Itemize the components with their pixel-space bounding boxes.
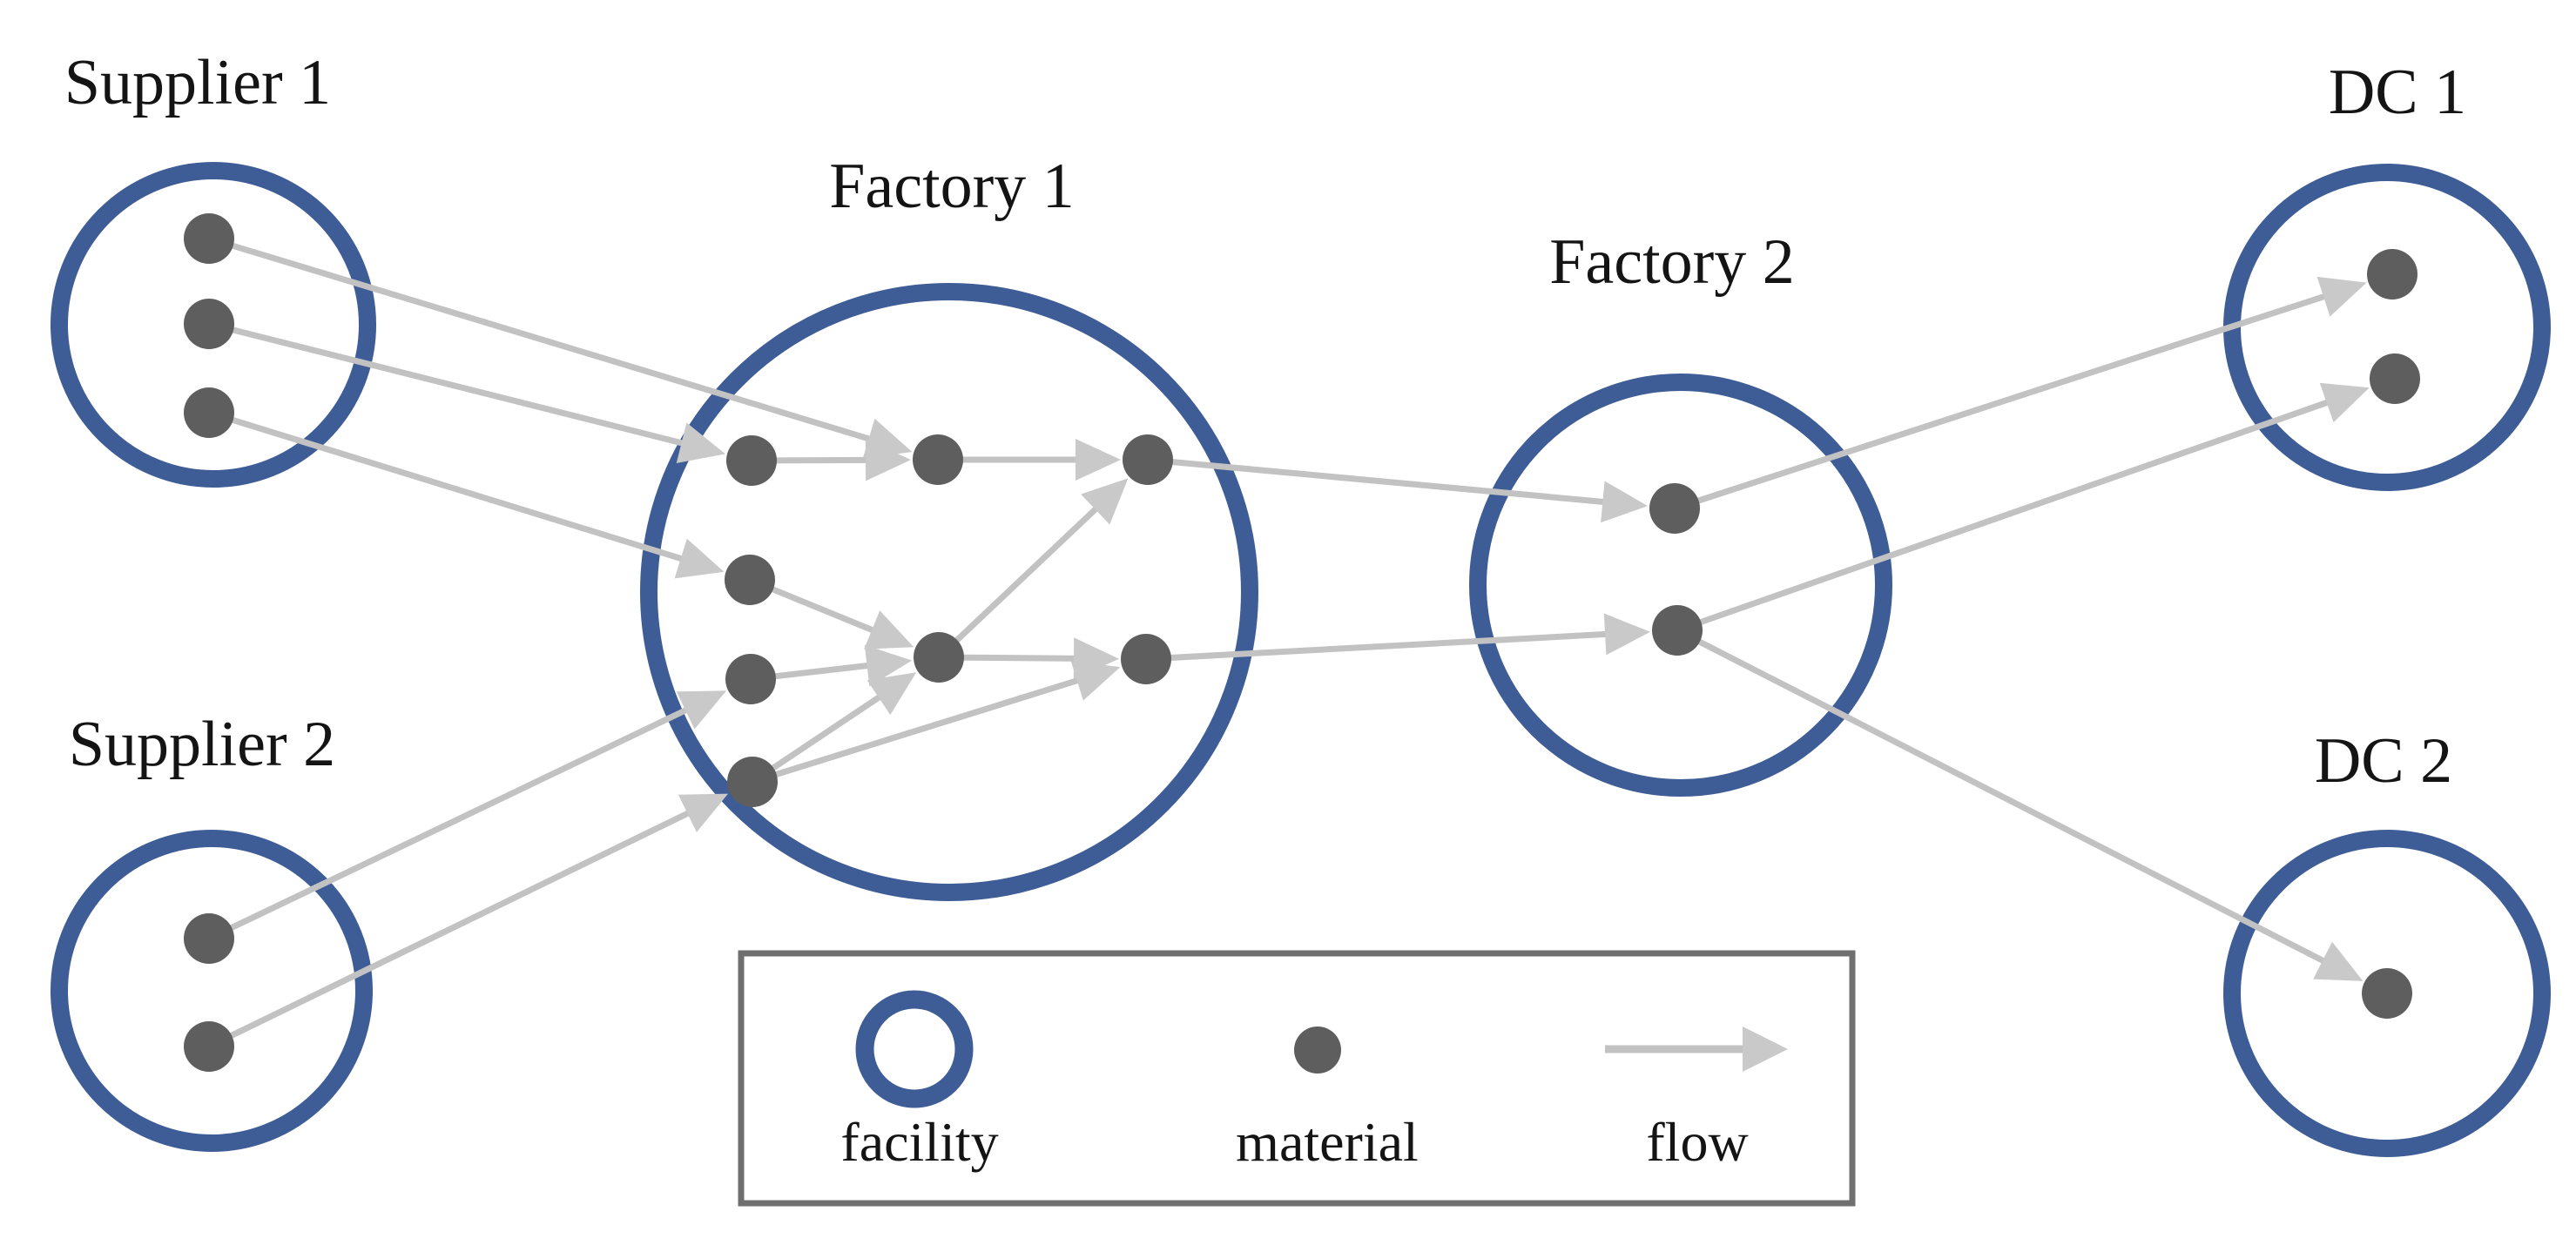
flow-line-f2t-to-dc1t	[1673, 291, 2331, 512]
facility-label-factory2: Factory 2	[1549, 226, 1795, 298]
flow-arrowhead-f2b-to-dc2m	[2313, 941, 2364, 981]
facility-ring-supplier1	[51, 162, 376, 488]
material-dot-f1lb	[727, 757, 778, 807]
material-dot-f1rt	[1123, 434, 1173, 485]
facility-ring-dc2	[2223, 830, 2551, 1157]
facility-label-supplier1: Supplier 1	[64, 47, 332, 118]
flow-arrowhead-s1m3-to-f1l2	[674, 538, 725, 579]
flow-line-f1lb-to-f1mb	[751, 690, 887, 784]
flow-arrowhead-s2m2-to-f1lb	[678, 793, 729, 832]
facility-label-supplier2: Supplier 2	[68, 709, 336, 780]
material-dot-f2b	[1652, 605, 1703, 656]
legend-box	[738, 950, 1856, 1207]
facility-ring-factory2	[1469, 374, 1892, 797]
flow-arrowhead-f1l2-to-f1mb	[864, 610, 914, 650]
facility-ring-dc1	[2223, 164, 2551, 491]
material-dot-f1lt	[726, 435, 777, 486]
material-dot-s2m2	[184, 1021, 234, 1072]
material-dot-f1l3	[725, 654, 776, 704]
flow-line-f1lb-to-f1rb	[751, 675, 1085, 785]
facility-label-dc1: DC 1	[2328, 57, 2467, 128]
flow-line-f2b-to-dc1b	[1676, 397, 2335, 634]
material-dot-f1mb	[914, 632, 964, 683]
flow-arrowhead-s2m1-to-f1l3	[676, 690, 726, 730]
material-dot-f2t	[1649, 483, 1700, 534]
flow-line-f2b-to-dc2m	[1676, 627, 2330, 966]
legend-label-facility: facility	[840, 1111, 999, 1173]
flow-line-s1m3-to-f1l2	[207, 409, 689, 564]
facility-label-dc2: DC 2	[2314, 725, 2453, 797]
flow-line-s2m2-to-f1lb	[207, 807, 696, 1050]
material-dot-s1m1	[184, 213, 234, 264]
flow-arrowhead-f1mt-to-f1rt	[1076, 439, 1121, 481]
material-dot-s1m2	[184, 299, 234, 349]
flow-line-s2m1-to-f1l3	[207, 704, 693, 942]
material-dot-dc2m	[2362, 968, 2412, 1019]
flow-arrowhead-f1mb-to-f1rb	[1073, 637, 1119, 680]
facility-ring-supplier2	[51, 830, 373, 1152]
flow-arrowhead-f1lt-to-f1mt	[865, 439, 911, 481]
legend-facility-ring-icon	[855, 990, 974, 1108]
material-dot-dc1b	[2370, 353, 2420, 404]
flow-arrowhead-f1mb-to-f1rt	[1081, 478, 1129, 525]
flow-line-s1m2-to-f1lt	[208, 320, 690, 448]
material-dot-f1rb	[1121, 634, 1171, 684]
facility-label-factory1: Factory 1	[829, 151, 1075, 222]
flow-arrowhead-f1rb-to-f2b	[1603, 613, 1650, 656]
flow-arrowhead-f1l3-to-f1mb	[864, 644, 913, 687]
flow-arrowhead-f1rt-to-f2t	[1601, 481, 1649, 523]
material-dot-f1l2	[725, 555, 775, 605]
facility-ring-factory1	[640, 283, 1258, 901]
flow-line-f1mb-to-f1rt	[936, 501, 1103, 660]
material-dot-s1m3	[184, 387, 234, 438]
material-dot-s2m1	[184, 913, 234, 964]
flow-arrowhead-f2b-to-dc1b	[2319, 382, 2370, 423]
flow-line-s1m1-to-f1mt	[207, 235, 877, 444]
flow-line-f1rb-to-f2b	[1145, 630, 1613, 663]
material-dot-f1mt	[913, 434, 963, 485]
material-dot-dc1t	[2367, 249, 2418, 300]
flow-arrowhead-f2t-to-dc1t	[2316, 276, 2367, 317]
legend-flow-arrowhead-icon	[1743, 1027, 1788, 1072]
legend-label-material: material	[1236, 1111, 1419, 1173]
legend-label-flow: flow	[1646, 1111, 1749, 1173]
flow-line-f1rt-to-f2t	[1147, 456, 1610, 506]
flow-arrowhead-f1lb-to-f1mb	[867, 672, 917, 716]
flow-arrowhead-s1m2-to-f1lt	[676, 422, 725, 463]
legend-material-dot-icon	[1294, 1027, 1341, 1074]
